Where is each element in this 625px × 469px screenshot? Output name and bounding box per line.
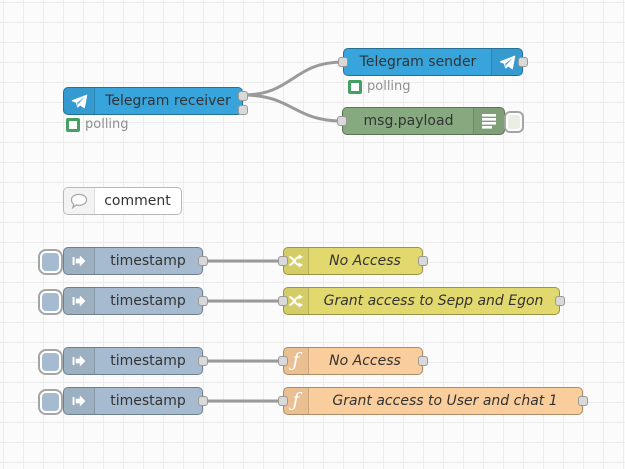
input-port[interactable]: [338, 57, 348, 67]
switch-icon: [284, 288, 309, 314]
node-telegram-receiver[interactable]: Telegram receiver: [63, 87, 248, 115]
sender-status: polling: [348, 79, 411, 94]
node-label: msg.payload: [363, 113, 454, 129]
status-ring-icon: [348, 79, 362, 94]
debug-list-icon: [473, 108, 504, 134]
output-port[interactable]: [418, 356, 428, 366]
receiver-status: polling: [66, 117, 129, 132]
status-text: polling: [85, 117, 129, 132]
switch-icon: [284, 248, 309, 274]
node-debug-msg-payload[interactable]: msg.payload: [337, 107, 524, 135]
input-port[interactable]: [337, 116, 347, 126]
inject-arrow-icon: [64, 348, 95, 374]
node-comment[interactable]: comment: [63, 187, 182, 215]
wire-receiver-to-debug[interactable]: [241, 93, 344, 123]
node-inject-3[interactable]: timestamp: [38, 347, 208, 375]
output-port[interactable]: [198, 256, 208, 266]
input-port[interactable]: [278, 396, 288, 406]
input-port[interactable]: [278, 256, 288, 266]
output-port[interactable]: [418, 256, 428, 266]
function-icon: ƒ: [284, 348, 309, 374]
inject-arrow-icon: [64, 388, 95, 414]
node-label: timestamp: [110, 293, 186, 309]
telegram-icon: [64, 88, 95, 114]
node-label: Telegram sender: [359, 54, 477, 70]
node-inject-1[interactable]: timestamp: [38, 247, 208, 275]
inject-button[interactable]: [38, 349, 63, 375]
node-inject-4[interactable]: timestamp: [38, 387, 208, 415]
node-switch-grant-access[interactable]: Grant access to Sepp and Egon: [278, 287, 565, 315]
node-telegram-sender[interactable]: Telegram sender: [338, 48, 528, 76]
output-port-1[interactable]: [238, 91, 248, 101]
node-label: No Access: [329, 253, 401, 269]
output-port-2[interactable]: [238, 105, 248, 115]
comment-bubble-icon: [64, 188, 95, 214]
node-label: Telegram receiver: [105, 93, 231, 109]
node-function-grant-access[interactable]: ƒ Grant access to User and chat 1: [278, 387, 588, 415]
input-port[interactable]: [278, 296, 288, 306]
status-text: polling: [367, 79, 411, 94]
status-ring-icon: [66, 117, 80, 132]
output-port[interactable]: [198, 296, 208, 306]
inject-arrow-icon: [64, 248, 95, 274]
wire-receiver-to-sender[interactable]: [241, 60, 345, 97]
node-label: timestamp: [110, 253, 186, 269]
debug-toggle-button[interactable]: [504, 111, 524, 133]
node-inject-2[interactable]: timestamp: [38, 287, 208, 315]
input-port[interactable]: [278, 356, 288, 366]
output-port[interactable]: [198, 396, 208, 406]
inject-arrow-icon: [64, 288, 95, 314]
node-function-no-access[interactable]: ƒ No Access: [278, 347, 428, 375]
node-label: No Access: [329, 353, 401, 369]
function-icon: ƒ: [284, 388, 309, 414]
inject-button[interactable]: [38, 389, 63, 415]
node-label: timestamp: [110, 393, 186, 409]
output-port[interactable]: [578, 396, 588, 406]
output-port[interactable]: [198, 356, 208, 366]
inject-button[interactable]: [38, 289, 63, 315]
node-label: Grant access to Sepp and Egon: [323, 293, 544, 309]
inject-button[interactable]: [38, 249, 63, 275]
node-label: comment: [104, 193, 171, 209]
node-switch-no-access[interactable]: No Access: [278, 247, 428, 275]
node-label: Grant access to User and chat 1: [332, 393, 558, 409]
output-port[interactable]: [518, 57, 528, 67]
output-port[interactable]: [555, 296, 565, 306]
telegram-icon: [491, 49, 522, 75]
node-label: timestamp: [110, 353, 186, 369]
